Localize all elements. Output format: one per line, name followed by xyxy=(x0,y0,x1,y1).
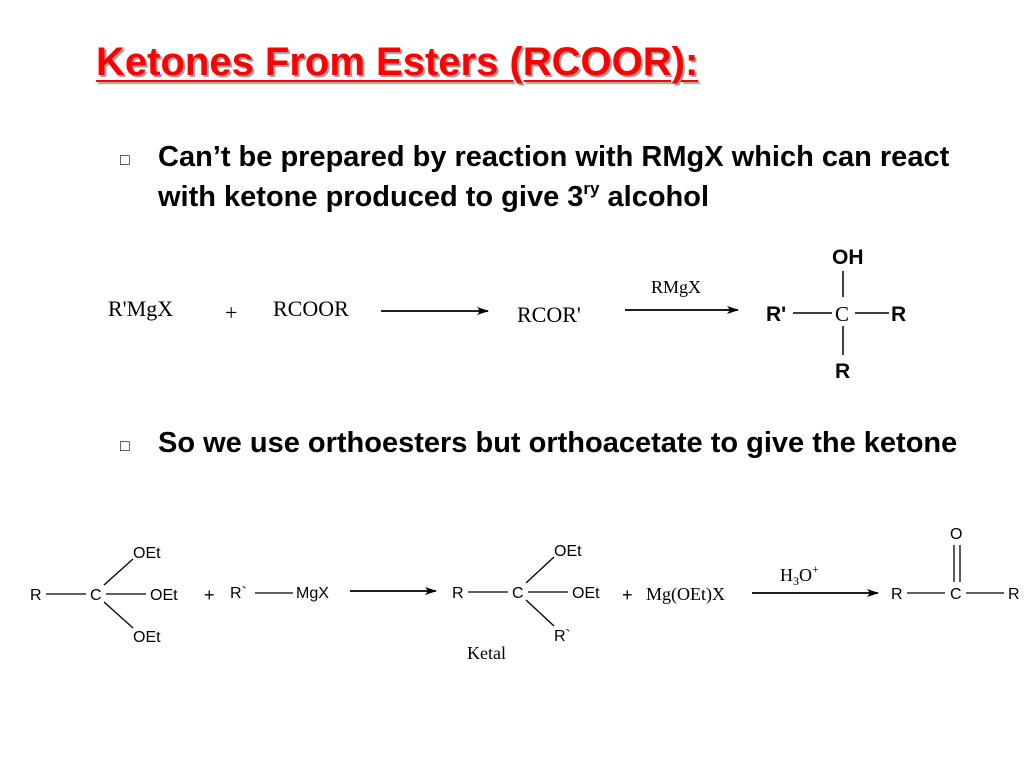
bond-c-oet-top xyxy=(525,556,555,584)
bullet-1: □ Can’t be prepared by reaction with RMg… xyxy=(120,137,1010,217)
plus-sign: + xyxy=(204,585,215,605)
bullet-square-icon: □ xyxy=(120,152,130,169)
scheme-2: R C OEt OEt OEt + R` MgX R C OEt OEt R` … xyxy=(30,526,1020,663)
reactant-rprime-mgx: R'MgX xyxy=(108,296,173,321)
orthoester-oet-bottom: OEt xyxy=(133,629,161,646)
product-r-bottom: R xyxy=(835,360,850,383)
reagent-h: H xyxy=(780,565,793,585)
orthoester-oet-top: OEt xyxy=(133,545,161,562)
orthoester-carbon: C xyxy=(90,587,102,604)
ketal-r: R xyxy=(452,585,464,602)
reagent-sup-plus: + xyxy=(812,562,819,576)
grignard-r: R` xyxy=(230,585,247,602)
ketal-caption: Ketal xyxy=(467,643,506,663)
orthoester-r: R xyxy=(30,587,42,604)
reagent-rmgx-label: RMgX xyxy=(651,277,701,297)
bullet-1-text-end: alcohol xyxy=(599,181,710,213)
ketal-carbon: C xyxy=(512,585,524,602)
bullet-1-text-main: Can’t be prepared by reaction with RMgX … xyxy=(158,141,950,213)
bullet-2-text: So we use orthoesters but orthoacetate t… xyxy=(158,427,958,459)
ketone-o: O xyxy=(950,526,962,543)
bullet-1-text: Can’t be prepared by reaction with RMgX … xyxy=(158,137,1010,217)
bond-c-oet-top xyxy=(103,558,134,586)
bond-c-oet-bottom xyxy=(103,601,134,629)
ketone-carbon: C xyxy=(950,586,962,603)
intermediate-rcor-prime: RCOR' xyxy=(517,302,581,327)
scheme-1: R'MgX + RCOOR RCOR' RMgX OH R' C R R xyxy=(108,246,906,383)
product-r-right: R xyxy=(891,303,906,326)
grignard-mgx: MgX xyxy=(296,585,329,602)
bond-c-r-bottom xyxy=(525,599,555,627)
plus-sign: + xyxy=(622,585,633,605)
ketone-r-right: R xyxy=(1008,586,1020,603)
slide-title: Ketones From Esters (RCOOR): xyxy=(96,40,699,84)
bullet-square-icon: □ xyxy=(120,438,130,455)
ketone-r-left: R xyxy=(891,586,903,603)
orthoester-oet-right: OEt xyxy=(150,587,178,604)
plus-sign: + xyxy=(225,300,237,325)
product-carbon: C xyxy=(835,302,849,326)
ketal-oet-right: OEt xyxy=(572,585,600,602)
bullet-2: □ So we use orthoesters but orthoacetate… xyxy=(120,423,1010,463)
byproduct-mg-oet-x: Mg(OEt)X xyxy=(646,584,725,605)
product-rprime: R' xyxy=(766,303,786,326)
bullet-1-superscript: ry xyxy=(583,179,600,198)
ketal-oet-top: OEt xyxy=(554,543,582,560)
reagent-sub-3: 3 xyxy=(793,574,799,588)
ketal-r-bottom: R` xyxy=(554,628,571,645)
reagent-hydronium: H3O+ xyxy=(780,562,819,588)
reagent-o: O xyxy=(799,565,812,585)
reactant-rcoor: RCOOR xyxy=(273,296,349,321)
product-oh: OH xyxy=(832,246,864,269)
